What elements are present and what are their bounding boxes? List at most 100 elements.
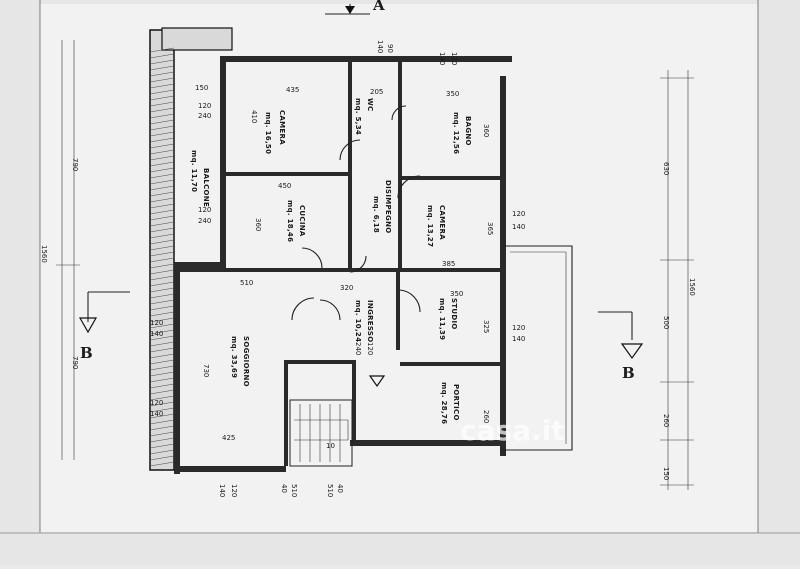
svg-text:mq. 28,76: mq. 28,76 [440, 382, 448, 424]
svg-text:435: 435 [286, 86, 299, 94]
svg-text:mq. 5,34: mq. 5,34 [354, 98, 362, 135]
svg-text:425: 425 [222, 434, 235, 442]
porch-outline [500, 245, 573, 451]
svg-text:325: 325 [482, 320, 490, 333]
svg-text:385: 385 [442, 260, 455, 268]
svg-text:INGRESSO: INGRESSO [366, 300, 374, 343]
section-label-b-left: B [80, 344, 93, 362]
svg-text:BAGNO: BAGNO [464, 116, 472, 146]
svg-text:260: 260 [482, 410, 490, 423]
svg-text:140: 140 [218, 484, 226, 497]
svg-text:WC: WC [366, 98, 374, 111]
room-label-camera-1: CAMERA mq. 16,50 [264, 110, 286, 154]
room-label-soggiorno: SOGGIORNO mq. 33,69 [230, 336, 250, 387]
room-label-bagno: BAGNO mq. 12,56 [452, 112, 472, 154]
room-label-cucina: CUCINA mq. 18,46 [286, 200, 306, 242]
svg-text:mq. 11,70: mq. 11,70 [190, 150, 198, 192]
svg-text:360: 360 [254, 218, 262, 231]
svg-text:365: 365 [486, 222, 494, 235]
svg-text:120: 120 [150, 399, 163, 407]
svg-text:790: 790 [71, 356, 79, 369]
svg-text:140: 140 [376, 40, 384, 53]
svg-text:CUCINA: CUCINA [298, 205, 306, 237]
svg-text:140: 140 [512, 223, 525, 231]
svg-text:40: 40 [336, 484, 344, 493]
svg-text:1560: 1560 [40, 245, 48, 263]
svg-text:360: 360 [482, 124, 490, 137]
room-label-camera-2: CAMERA mq. 13,27 [426, 205, 446, 247]
svg-text:140: 140 [512, 335, 525, 343]
svg-text:350: 350 [450, 290, 463, 298]
svg-text:140: 140 [438, 52, 446, 65]
svg-text:500: 500 [662, 316, 670, 329]
svg-text:120: 120 [198, 102, 211, 110]
svg-text:90: 90 [386, 44, 394, 53]
svg-text:mq. 11,39: mq. 11,39 [438, 298, 446, 340]
svg-text:630: 630 [662, 162, 670, 175]
svg-text:410: 410 [250, 110, 258, 123]
svg-text:mq. 33,69: mq. 33,69 [230, 336, 238, 378]
room-label-balcone: BALCONE mq. 11,70 [190, 150, 210, 207]
svg-text:260: 260 [662, 414, 670, 427]
exterior-walls [174, 56, 512, 474]
door-swings [291, 105, 421, 321]
svg-text:DISIMPEGNO: DISIMPEGNO [384, 180, 392, 234]
svg-text:320: 320 [340, 284, 353, 292]
svg-text:mq. 6,18: mq. 6,18 [372, 196, 380, 233]
svg-text:mq. 18,46: mq. 18,46 [286, 200, 294, 242]
svg-text:mq. 16,50: mq. 16,50 [264, 112, 272, 154]
svg-text:205: 205 [370, 88, 383, 96]
svg-text:350: 350 [446, 90, 459, 98]
dimension-labels: 150 435 205 350 90 140 120 140 410 360 4… [150, 40, 525, 497]
left-dimension-chain: 790 1560 790 [40, 40, 80, 460]
svg-text:120: 120 [512, 324, 525, 332]
svg-text:CAMERA: CAMERA [438, 205, 446, 240]
svg-text:mq. 13,27: mq. 13,27 [426, 205, 434, 247]
svg-text:240: 240 [198, 217, 211, 225]
svg-text:510: 510 [326, 484, 334, 497]
section-marker-a: A [325, 0, 385, 15]
svg-text:140: 140 [150, 410, 163, 418]
svg-text:510: 510 [240, 279, 253, 287]
svg-text:730: 730 [202, 364, 210, 377]
svg-text:140: 140 [150, 330, 163, 338]
watermark: casa.it [460, 414, 565, 447]
svg-text:mq. 10,24: mq. 10,24 [354, 300, 362, 342]
svg-text:120: 120 [198, 206, 211, 214]
svg-text:SOGGIORNO: SOGGIORNO [242, 336, 250, 387]
svg-text:PORTICO: PORTICO [452, 384, 460, 421]
svg-text:40: 40 [280, 484, 288, 493]
svg-text:450: 450 [278, 182, 291, 190]
svg-text:10: 10 [326, 442, 335, 450]
room-label-ingresso: INGRESSO mq. 10,24 [354, 300, 374, 343]
section-label-a: A [372, 0, 385, 14]
svg-text:CAMERA: CAMERA [278, 110, 286, 145]
svg-text:120: 120 [450, 52, 458, 65]
room-label-wc: WC mq. 5,34 [354, 98, 374, 135]
svg-text:150: 150 [195, 84, 208, 92]
room-label-studio: STUDIO mq. 11,39 [438, 298, 458, 340]
room-label-portico: PORTICO mq. 28,76 [440, 382, 460, 424]
interior-walls [174, 62, 504, 466]
section-label-b-right: B [622, 364, 635, 382]
svg-text:120: 120 [150, 319, 163, 327]
svg-text:BALCONE: BALCONE [202, 168, 210, 207]
staircase: 10 [289, 399, 353, 467]
railing-hatching [149, 47, 175, 467]
svg-text:120: 120 [366, 342, 374, 355]
svg-text:120: 120 [230, 484, 238, 497]
svg-text:240: 240 [198, 112, 211, 120]
section-marker-b-right: B [598, 311, 644, 382]
svg-text:120: 120 [512, 210, 525, 218]
svg-text:510: 510 [290, 484, 298, 497]
svg-text:150: 150 [662, 467, 670, 480]
svg-text:1560: 1560 [688, 278, 696, 296]
room-label-disimpegno: DISIMPEGNO mq. 6,18 [372, 180, 392, 234]
section-marker-b-left: B [78, 291, 130, 362]
svg-text:mq. 12,56: mq. 12,56 [452, 112, 460, 154]
svg-text:790: 790 [71, 158, 79, 171]
entrance-marker [368, 375, 386, 388]
svg-text:STUDIO: STUDIO [450, 298, 458, 330]
